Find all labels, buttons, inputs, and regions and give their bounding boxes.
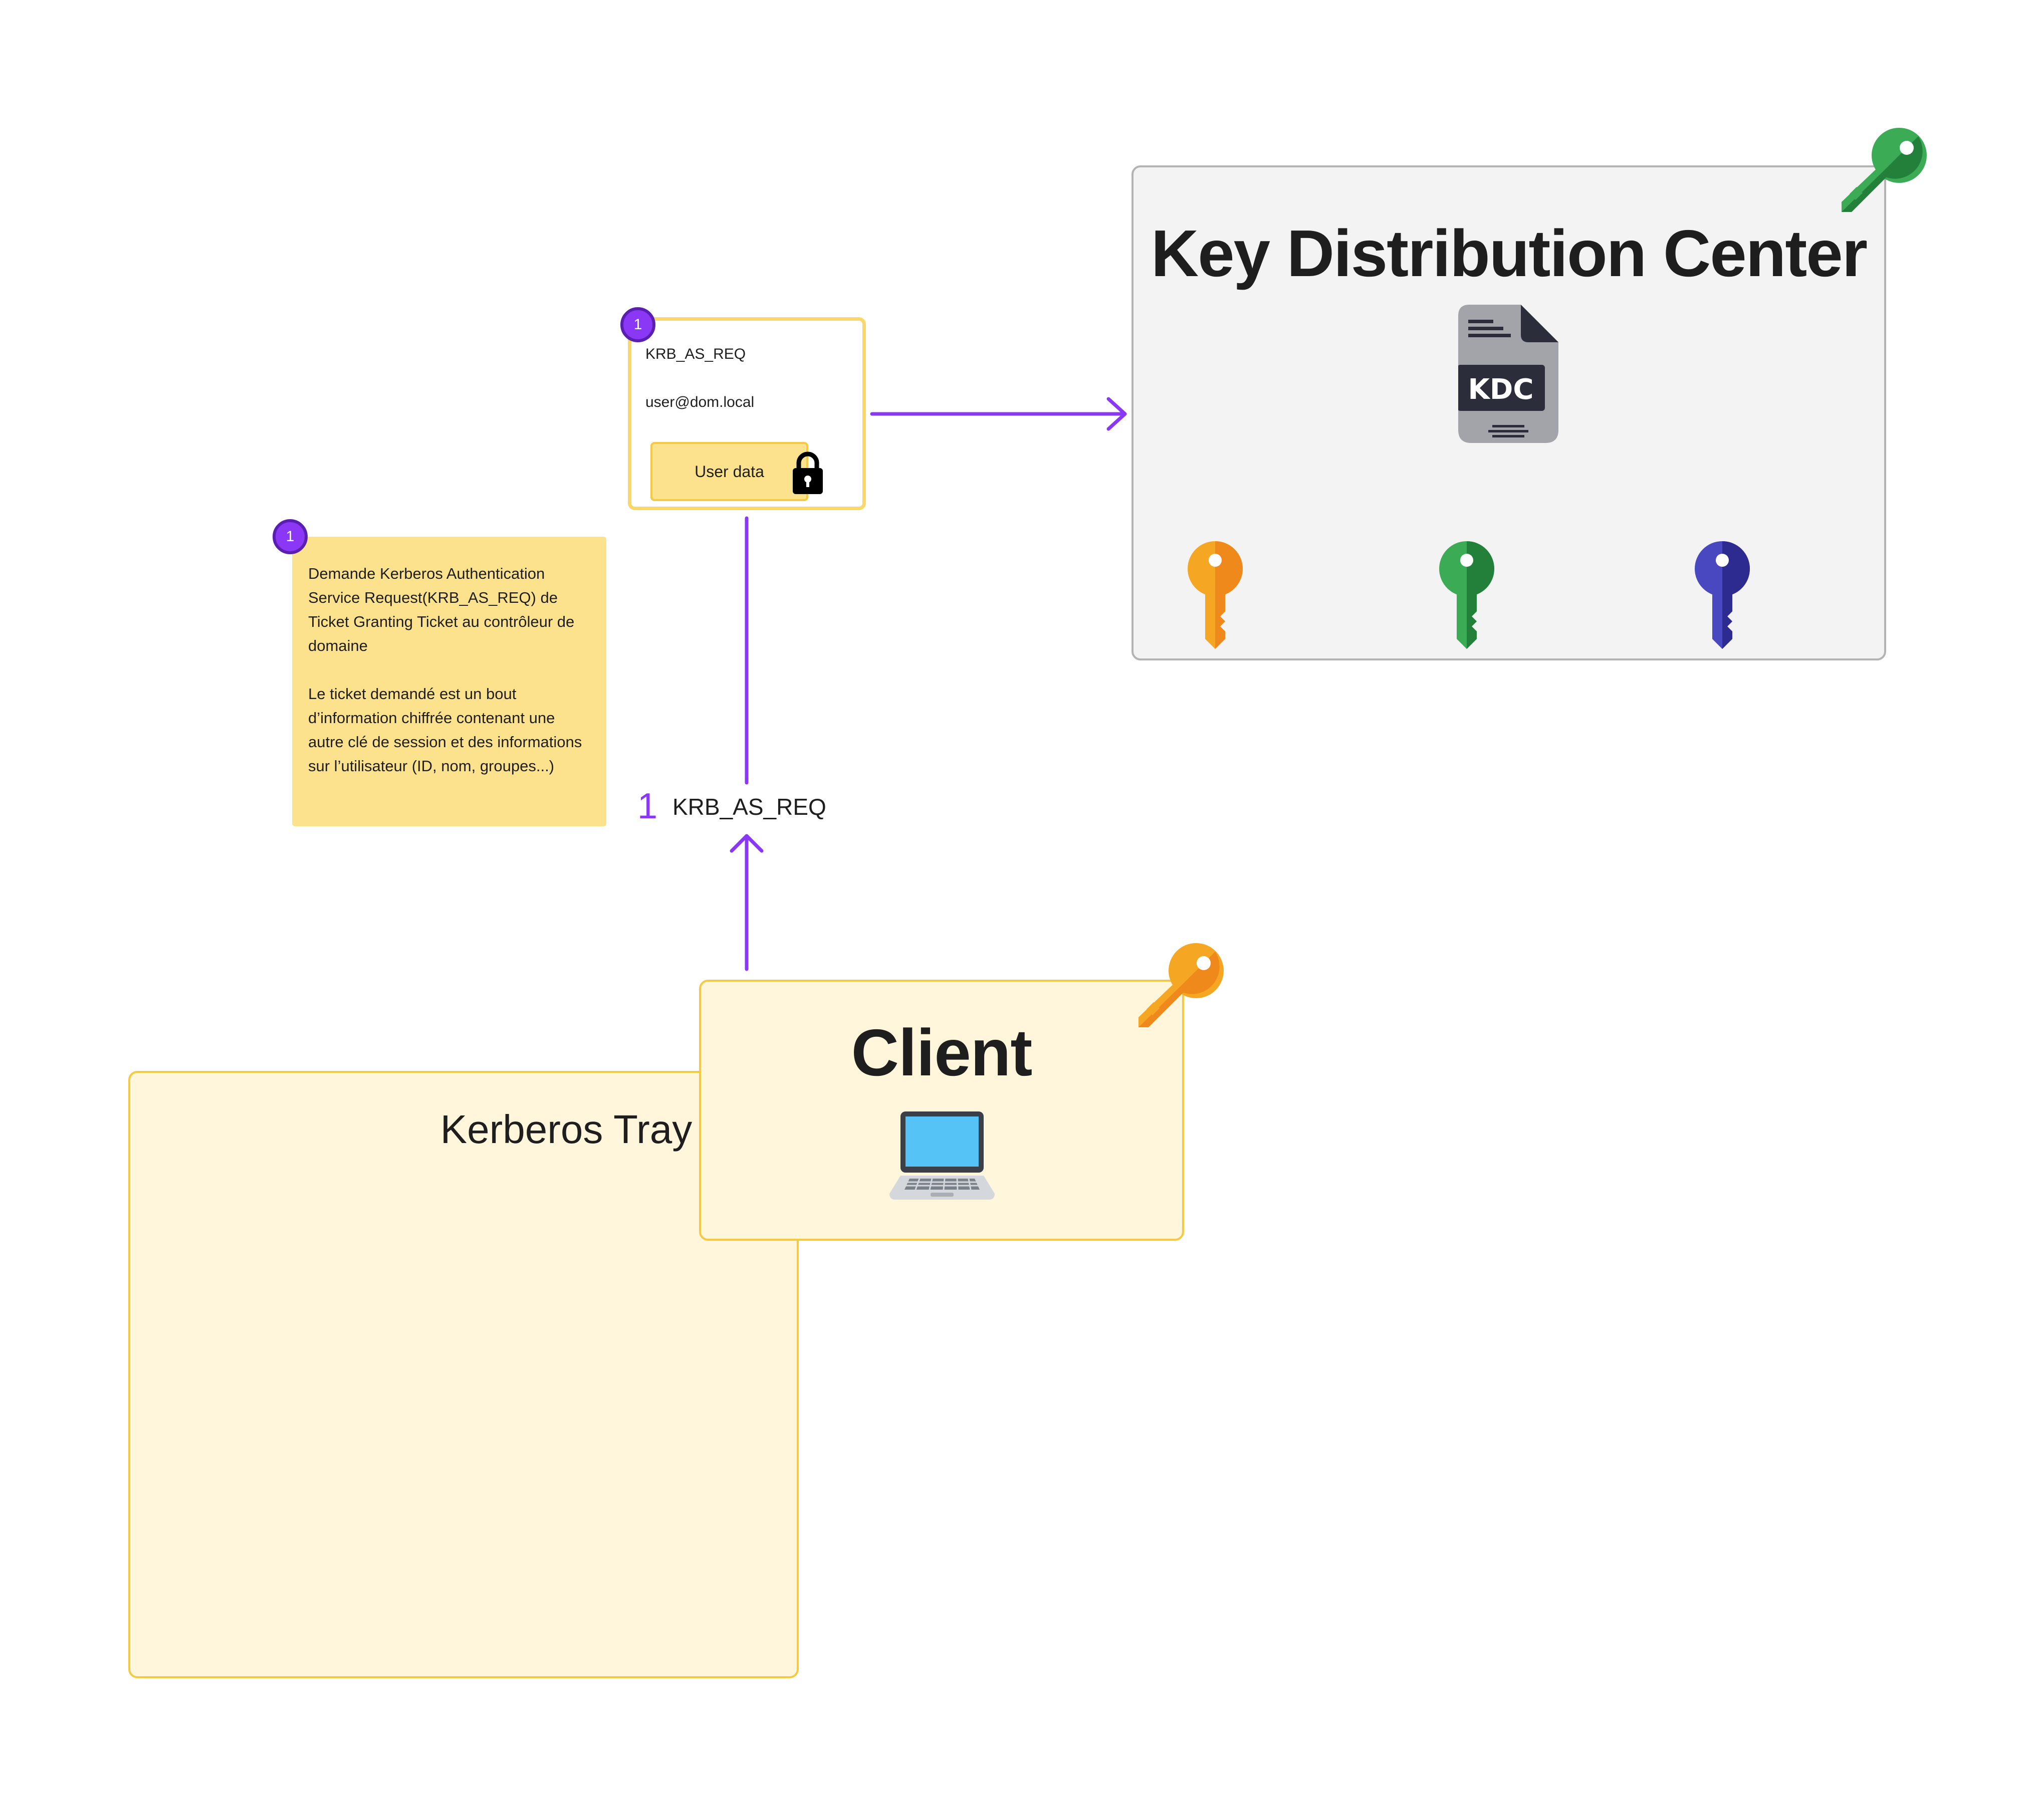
kdc-title: Key Distribution Center (1151, 216, 1868, 290)
blue-key-icon (1695, 541, 1750, 649)
kdc-corner-key-icon (1842, 128, 1927, 212)
kerberos-tray-container[interactable] (128, 1071, 799, 1678)
client-title: Client (851, 1016, 1033, 1089)
user-data-box[interactable]: User data (650, 442, 808, 501)
arrow-step-label: KRB_AS_REQ (672, 794, 826, 820)
orange-key-icon (1188, 541, 1243, 649)
client-corner-key-icon (1139, 943, 1224, 1027)
message-step-badge: 1 (620, 307, 655, 342)
arrow-step-number: 1 (637, 786, 658, 826)
arrow-client-to-message-head (730, 834, 764, 853)
lock-icon (793, 452, 823, 494)
laptop-icon (889, 1111, 995, 1200)
kerberos-tray-title: Kerberos Tray (440, 1107, 693, 1152)
message-type: KRB_AS_REQ (645, 346, 746, 362)
note-step-badge: 1 (273, 519, 308, 554)
arrow-message-to-kdc-head (1106, 397, 1127, 431)
message-user: user@dom.local (645, 394, 755, 410)
green-key-icon (1439, 541, 1494, 649)
kdc-file-icon: KDC (1458, 305, 1558, 443)
explanation-note[interactable]: Demande Kerberos Authentication Service … (292, 537, 606, 826)
kdc-file-icon-label: KDC (1468, 373, 1534, 406)
note-paragraph-1: Demande Kerberos Authentication Service … (308, 565, 575, 654)
note-paragraph-2: Le ticket demandé est un bout d’informat… (308, 685, 582, 775)
